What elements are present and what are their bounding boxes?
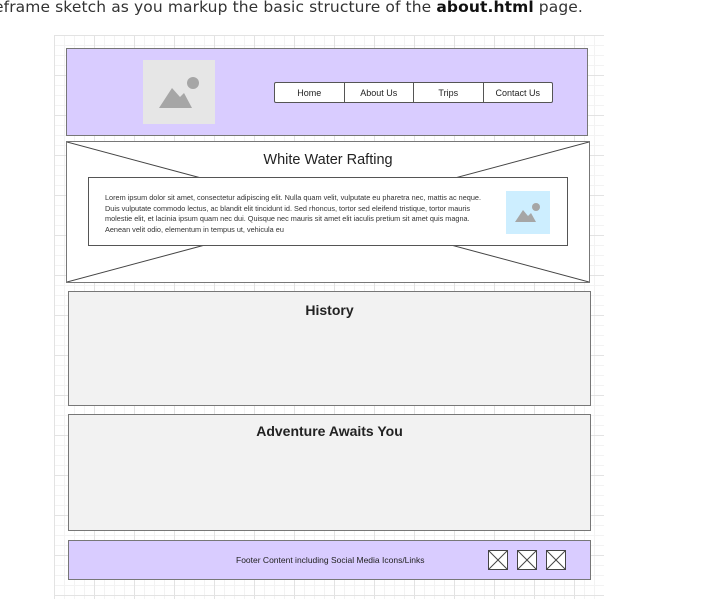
- social-icon-1[interactable]: [488, 550, 508, 570]
- social-placeholder-icon: [546, 550, 566, 570]
- history-section: History: [68, 291, 591, 406]
- social-icon-2[interactable]: [517, 550, 537, 570]
- footer-text: Footer Content including Social Media Ic…: [236, 555, 425, 565]
- wireframe-header: Home About Us Trips Contact Us: [66, 48, 588, 136]
- nav-item-about-us[interactable]: About Us: [345, 83, 414, 102]
- image-placeholder-icon: [159, 77, 199, 108]
- hero-image-placeholder: [506, 191, 550, 234]
- hero-title: White Water Rafting: [263, 152, 393, 168]
- caption-filename: about.html: [436, 0, 534, 16]
- social-icon-3[interactable]: [546, 550, 566, 570]
- instruction-caption: eframe sketch as you markup the basic st…: [0, 0, 583, 16]
- nav-item-trips[interactable]: Trips: [414, 83, 484, 102]
- nav-item-home[interactable]: Home: [275, 83, 345, 102]
- caption-text-end: page.: [533, 0, 583, 16]
- caption-text-start: eframe sketch as you markup the basic st…: [0, 0, 437, 16]
- social-placeholder-icon: [488, 550, 508, 570]
- hero-content-box: Lorem ipsum dolor sit amet, consectetur …: [88, 177, 568, 246]
- image-placeholder-icon: [515, 203, 540, 222]
- adventure-title: Adventure Awaits You: [256, 423, 403, 439]
- nav-item-contact-us[interactable]: Contact Us: [495, 87, 541, 98]
- nav-bar: Home About Us Trips Contact Us: [274, 82, 553, 103]
- hero-paragraph: Lorem ipsum dolor sit amet, consectetur …: [105, 193, 481, 234]
- social-placeholder-icon: [517, 550, 537, 570]
- history-title: History: [305, 302, 354, 318]
- adventure-section: Adventure Awaits You: [68, 414, 591, 531]
- hero-section: White Water Rafting Lorem ipsum dolor si…: [66, 141, 590, 283]
- wireframe-footer: Footer Content including Social Media Ic…: [68, 540, 591, 580]
- logo-image-placeholder: [143, 60, 215, 124]
